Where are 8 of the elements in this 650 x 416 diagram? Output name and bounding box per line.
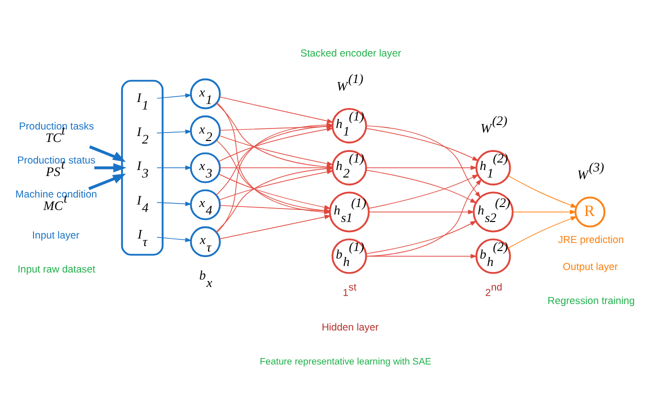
- label: Input raw dataset: [18, 264, 96, 276]
- label: Stacked encoder layer: [300, 48, 402, 60]
- node-label: JRE prediction: [558, 234, 624, 246]
- label: Input layer: [32, 230, 80, 242]
- label: Hidden layer: [322, 322, 379, 334]
- label: Regression training: [548, 296, 635, 307]
- label: Output layer: [562, 262, 618, 273]
- label: Feature representative learning with SAE: [260, 356, 432, 367]
